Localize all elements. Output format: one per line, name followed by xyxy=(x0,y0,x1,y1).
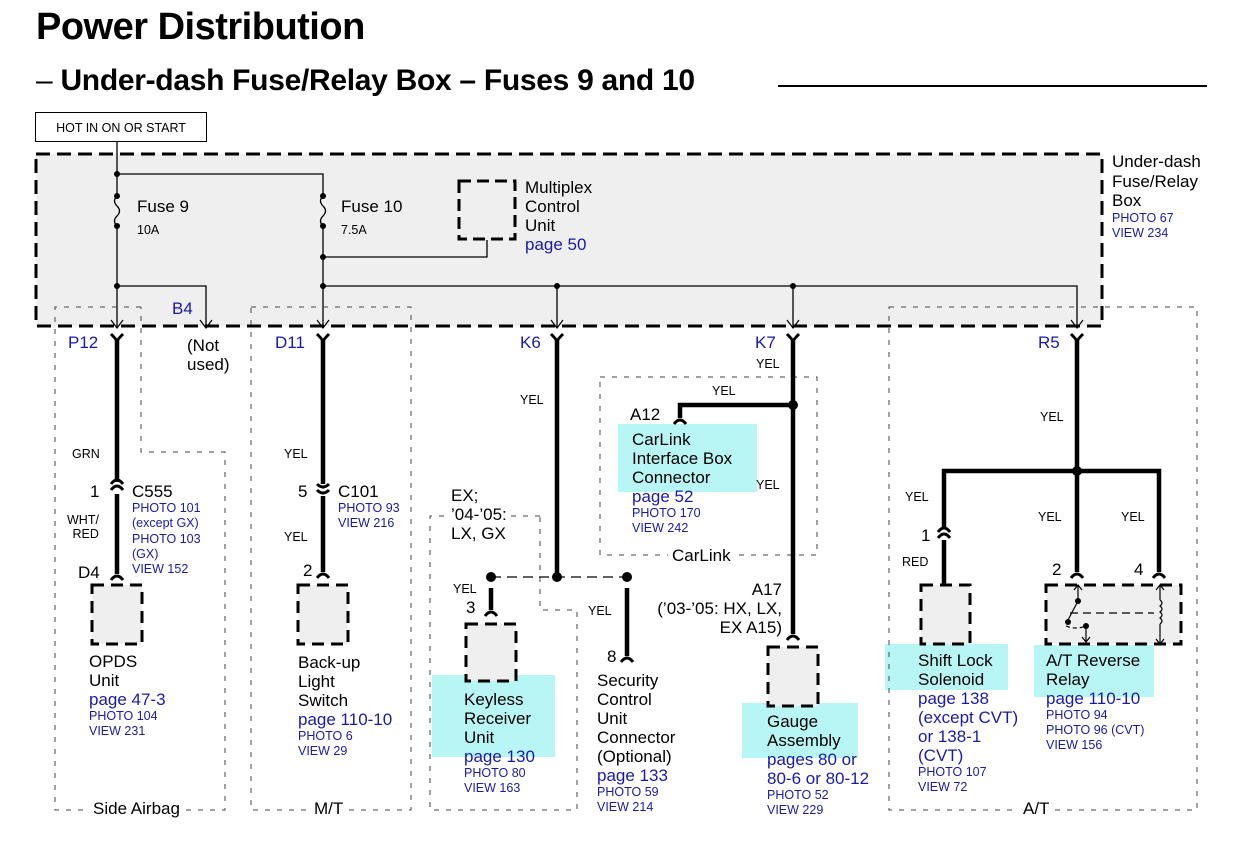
fuse-9-icon xyxy=(113,195,121,227)
multiplex-unit-box xyxy=(457,179,517,241)
terminal-r5: R5 xyxy=(1038,333,1060,352)
terminal-k6: K6 xyxy=(520,333,541,352)
gauge-assembly-box xyxy=(766,645,820,708)
carlink-connector-label: CarLink Interface Box Connector page 52 … xyxy=(632,430,733,536)
section-title-text: Under-dash Fuse/Relay Box – Fuses 9 and … xyxy=(60,64,695,97)
opds-unit-box xyxy=(90,583,144,646)
shift-lock-label: Shift Lock Solenoid page 138 (except CVT… xyxy=(918,651,1019,795)
a17-connector-label: A17 (’03-’05: HX, LX, EX A15) xyxy=(657,580,782,638)
ex-option-label: EX; ’04-’05: LX, GX xyxy=(451,486,507,544)
carlink-group xyxy=(599,376,818,556)
at-relay-page-link[interactable]: page 110-10 xyxy=(1046,689,1141,709)
fuse-10-label: Fuse 10 xyxy=(341,197,403,216)
keyless-page-link[interactable]: page 130 xyxy=(464,747,535,767)
wire-color-yel: YEL xyxy=(520,393,544,407)
wire-color-yel: YEL xyxy=(712,384,736,398)
multiplex-label: Multiplex Control Unit page 50 xyxy=(525,178,593,255)
shift-lock-box xyxy=(919,583,972,646)
carlink-group-label: CarLink xyxy=(668,546,735,566)
at-relay-pin-2: 2 xyxy=(1052,560,1062,579)
at-group-label: A/T xyxy=(1019,799,1054,819)
gauge-highlight xyxy=(742,703,858,758)
wire-color-yel: YEL xyxy=(1040,410,1064,424)
wire-color-yel: YEL xyxy=(905,490,929,504)
fuse-9-rating: 10A xyxy=(137,223,160,237)
backup-switch-label: Back-up Light Switch page 110-10 PHOTO 6… xyxy=(298,653,393,759)
side-airbag-group xyxy=(54,306,226,811)
keyless-pin: 3 xyxy=(466,598,476,617)
page-title: Power Distribution xyxy=(36,6,365,48)
wire-color-yel: YEL xyxy=(453,582,477,596)
mt-group-label: M/T xyxy=(310,799,348,819)
keyless-unit-label: Keyless Receiver Unit page 130 PHOTO 80 … xyxy=(464,690,535,796)
fuse-box-photo-ref[interactable]: PHOTO 67 xyxy=(1112,210,1174,225)
at-relay-label: A/T Reverse Relay page 110-10 PHOTO 94 P… xyxy=(1046,651,1145,753)
wire-color-yel: YEL xyxy=(588,604,612,618)
wire-color-red: RED xyxy=(902,555,929,569)
carlink-highlight xyxy=(618,424,757,492)
security-page-link[interactable]: page 133 xyxy=(597,766,668,786)
section-title: – Under-dash Fuse/Relay Box – Fuses 9 an… xyxy=(36,64,695,98)
terminal-k7: K7 xyxy=(755,333,776,352)
side-airbag-group-label: Side Airbag xyxy=(89,799,184,819)
wire-color-yel: YEL xyxy=(1121,510,1145,524)
c101-label: C101 xyxy=(338,482,379,501)
opds-unit-label: OPDS Unit page 47-3 PHOTO 104 VIEW 231 xyxy=(89,652,166,739)
ex-group xyxy=(429,515,578,811)
title-dash: – xyxy=(36,64,53,97)
terminal-d11: D11 xyxy=(275,333,305,352)
c555-label: C555 xyxy=(132,482,173,501)
backup-switch-box xyxy=(296,583,350,646)
wire-color-yel: YEL xyxy=(756,357,780,371)
fuse-box-view-ref[interactable]: VIEW 234 xyxy=(1112,225,1169,240)
opds-page-link[interactable]: page 47-3 xyxy=(89,690,166,710)
fuse-relay-box xyxy=(34,152,1104,328)
shift-lock-page-link[interactable]: page 138 xyxy=(918,689,989,709)
fuse-9-label: Fuse 9 xyxy=(137,197,189,216)
terminal-a12: A12 xyxy=(630,405,661,424)
c555-pin: 1 xyxy=(90,482,100,501)
c101-refs: PHOTO 93 VIEW 216 xyxy=(338,501,400,530)
shift-lock-highlight xyxy=(885,644,1008,690)
hot-in-label: HOT IN ON OR START xyxy=(35,112,207,142)
fuse-10-feed xyxy=(117,173,324,328)
multiplex-page-link[interactable]: page 50 xyxy=(525,235,587,255)
wire-color-yel: YEL xyxy=(756,478,780,492)
at-relay-box xyxy=(1044,583,1183,646)
wire-color-yel: YEL xyxy=(1038,510,1062,524)
gauge-page-link[interactable]: pages 80 or xyxy=(767,750,857,770)
at-relay-highlight xyxy=(1034,645,1154,697)
backup-switch-pin: 2 xyxy=(303,561,313,580)
c555-refs: PHOTO 101 (except GX) PHOTO 103 (GX) VIE… xyxy=(132,501,201,576)
relay-icon xyxy=(1065,584,1165,645)
fuse-10-rating: 7.5A xyxy=(341,223,367,237)
keyless-highlight xyxy=(432,675,555,757)
wire-color-wht-red: WHT/ RED xyxy=(67,513,99,542)
fuse-10-icon xyxy=(319,195,327,227)
fuse-box-label: Under-dash Fuse/Relay Box PHOTO 67 VIEW … xyxy=(1112,152,1201,240)
shift-lock-pin: 1 xyxy=(921,526,931,545)
wire-color-yel: YEL xyxy=(284,447,308,461)
not-used-label: (Not used) xyxy=(187,336,230,375)
backup-page-link[interactable]: page 110-10 xyxy=(298,710,393,730)
carlink-page-link[interactable]: page 52 xyxy=(632,487,694,507)
wire-color-yel: YEL xyxy=(284,530,308,544)
c101-pin: 5 xyxy=(298,482,308,501)
terminal-p12: P12 xyxy=(68,333,99,352)
security-unit-label: Security Control Unit Connector (Optiona… xyxy=(597,671,676,815)
at-relay-pin-4: 4 xyxy=(1134,560,1144,579)
terminal-b4: B4 xyxy=(172,299,193,318)
terminal-d4: D4 xyxy=(78,563,100,582)
security-pin: 8 xyxy=(607,647,617,666)
mt-group xyxy=(250,306,412,811)
wire-color-grn: GRN xyxy=(72,447,100,461)
gauge-assembly-label: Gauge Assembly pages 80 or 80-6 or 80-12… xyxy=(767,712,870,818)
keyless-unit-box xyxy=(464,622,518,683)
